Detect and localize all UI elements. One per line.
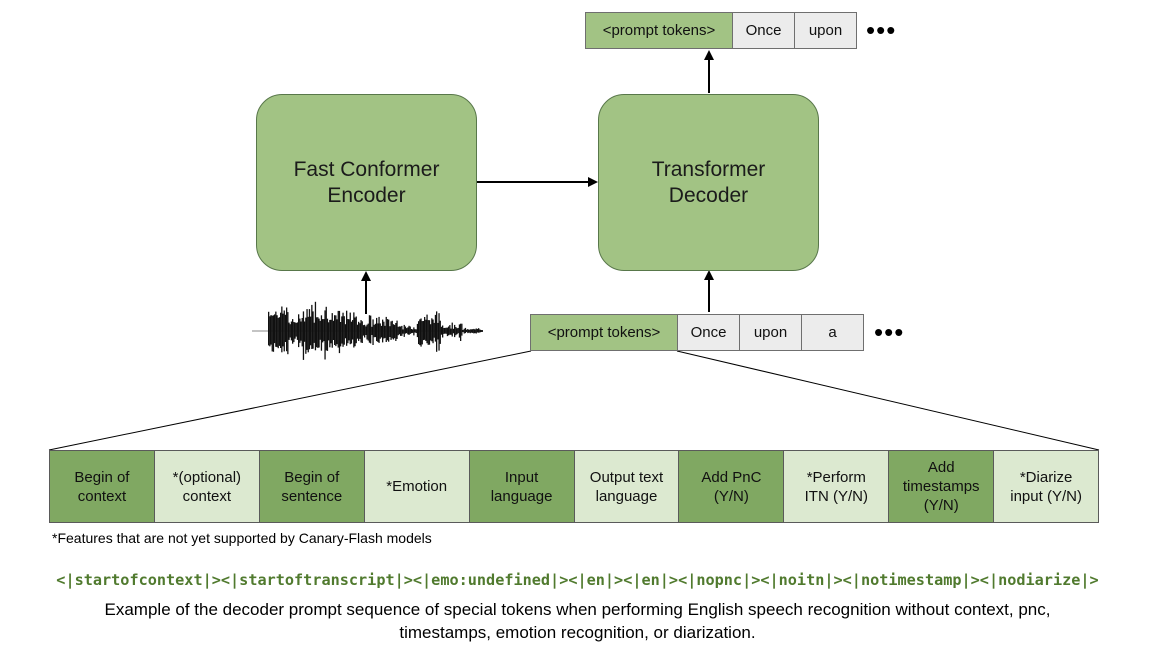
- output-token: upon: [794, 12, 857, 49]
- input-ellipsis: •••: [874, 317, 905, 347]
- output-token: <prompt tokens>: [585, 12, 733, 49]
- figure-caption: Example of the decoder prompt sequence o…: [0, 598, 1155, 644]
- input-token: Once: [677, 314, 740, 351]
- output-token-row: <prompt tokens> Once upon: [585, 12, 857, 49]
- caption-line1: Example of the decoder prompt sequence o…: [104, 600, 1051, 619]
- input-token: <prompt tokens>: [530, 314, 678, 351]
- input-token: a: [801, 314, 864, 351]
- input-token-row: <prompt tokens> Once upon a: [530, 314, 864, 351]
- footnote: *Features that are not yet supported by …: [52, 530, 432, 546]
- transformer-decoder-block: Transformer Decoder: [598, 94, 819, 271]
- encoder-label-line2: Encoder: [327, 183, 406, 207]
- fast-conformer-encoder-block: Fast Conformer Encoder: [256, 94, 477, 271]
- input-token: upon: [739, 314, 802, 351]
- audio-waveform-icon: [252, 301, 483, 360]
- prompt-field-optional-context: *(optional)context: [153, 450, 260, 523]
- caption-line2: timestamps, emotion recognition, or diar…: [399, 623, 756, 642]
- encoder-label-line1: Fast Conformer: [293, 157, 440, 181]
- output-ellipsis: •••: [866, 15, 897, 45]
- prompt-field-emotion: *Emotion: [363, 450, 470, 523]
- output-token: Once: [732, 12, 795, 49]
- expansion-line-left: [48, 350, 532, 451]
- decoder-label-line2: Decoder: [668, 183, 749, 207]
- expansion-line-right: [676, 350, 1100, 451]
- token-sequence: <|startofcontext|><|startoftranscript|><…: [56, 571, 1099, 589]
- decoder-label-line1: Transformer: [651, 157, 766, 181]
- prompt-field-add-pnc: Add PnC(Y/N): [678, 450, 785, 523]
